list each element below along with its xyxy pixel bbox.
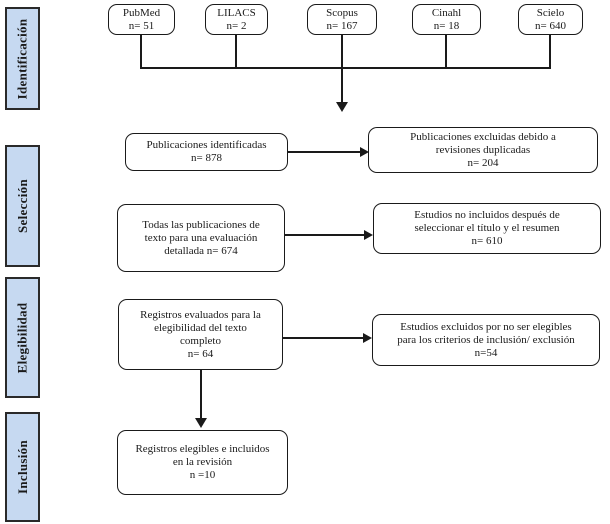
- flow-box-excluded-criteria: Estudios excluidos por no ser elegibles …: [372, 314, 600, 366]
- connector-line: [235, 35, 237, 69]
- flow-box-line: n= 204: [467, 156, 499, 169]
- connector-line: [140, 35, 142, 69]
- flow-box-included: Registros elegibles e incluidos en la re…: [117, 430, 288, 495]
- flow-box-line: para los criterios de inclusión/ exclusi…: [397, 333, 575, 346]
- flow-box-line: texto para una evaluación: [144, 231, 258, 244]
- source-count: n= 2: [226, 19, 247, 32]
- stage-label: Identificación: [14, 18, 30, 99]
- source-name: LILACS: [217, 6, 256, 19]
- flow-box-line: Todas las publicaciones de: [142, 218, 260, 231]
- flow-box-line: n =10: [189, 469, 216, 481]
- connector-line: [341, 68, 343, 103]
- arrow-down-icon: [195, 418, 207, 428]
- flow-box-line: seleccionar el título y el resumen: [414, 222, 560, 234]
- source-count: n= 640: [535, 19, 566, 32]
- flow-box-line: Estudios no incluidos después de: [414, 209, 560, 221]
- stage-label: Selección: [14, 179, 30, 233]
- flow-box-excluded-title-abstract: Estudios no incluidos después de selecci…: [373, 203, 601, 254]
- flow-box-line: n=54: [474, 346, 498, 359]
- arrow-down-icon: [336, 102, 348, 112]
- flow-box-line: n= 610: [471, 235, 503, 247]
- source-name: Scielo: [536, 6, 565, 19]
- flow-box-line: elegibilidad del texto: [154, 321, 247, 334]
- source-box-cinahl: Cinahl n= 18: [412, 4, 481, 35]
- flow-box-line: en la revisión: [172, 456, 233, 468]
- connector-line: [285, 234, 364, 236]
- source-count: n= 51: [128, 19, 155, 32]
- connector-line: [549, 35, 551, 69]
- source-box-scielo: Scielo n= 640: [518, 4, 583, 35]
- source-count: n= 167: [326, 19, 358, 32]
- flow-box-excluded-duplicates: Publicaciones excluidas debido a revisio…: [368, 127, 598, 173]
- flow-box-line: Publicaciones identificadas: [146, 139, 267, 151]
- flow-box-line: Registros elegibles e incluidos: [135, 443, 270, 455]
- flow-box-fulltext-evaluated: Todas las publicaciones de texto para un…: [117, 204, 285, 272]
- flow-box-line: revisiones duplicadas: [435, 143, 531, 156]
- stage-bar-identification: Identificación: [5, 7, 40, 110]
- flow-box-line: Publicaciones excluidas debido a: [410, 130, 556, 143]
- flow-box-line: detallada n= 674: [164, 244, 238, 257]
- source-name: Scopus: [326, 6, 358, 19]
- connector-line: [445, 35, 447, 69]
- arrow-right-icon: [363, 333, 372, 343]
- stage-label: Inclusión: [14, 439, 30, 495]
- source-count: n= 18: [433, 19, 460, 32]
- flow-box-line: n= 64: [187, 347, 214, 360]
- stage-bar-screening: Selección: [5, 145, 40, 267]
- connector-line: [283, 337, 363, 339]
- arrow-right-icon: [360, 147, 369, 157]
- stage-label: Elegibilidad: [14, 302, 30, 373]
- flow-box-line: completo: [180, 334, 221, 347]
- source-box-lilacs: LILACS n= 2: [205, 4, 268, 35]
- connector-line: [341, 35, 343, 69]
- connector-line: [200, 370, 202, 419]
- connector-line: [140, 67, 551, 69]
- source-box-pubmed: PubMed n= 51: [108, 4, 175, 35]
- source-name: PubMed: [122, 6, 161, 19]
- flow-box-line: n= 878: [191, 152, 222, 164]
- flow-box-line: Registros evaluados para la: [140, 308, 261, 321]
- arrow-right-icon: [364, 230, 373, 240]
- flow-box-eligibility-assessed: Registros evaluados para la elegibilidad…: [118, 299, 283, 370]
- stage-bar-eligibility: Elegibilidad: [5, 277, 40, 398]
- source-box-scopus: Scopus n= 167: [307, 4, 377, 35]
- flow-box-line: Estudios excluidos por no ser elegibles: [400, 320, 572, 333]
- connector-line: [288, 151, 360, 153]
- flow-box-identified: Publicaciones identificadas n= 878: [125, 133, 288, 171]
- stage-bar-inclusion: Inclusión: [5, 412, 40, 522]
- source-name: Cinahl: [431, 6, 462, 19]
